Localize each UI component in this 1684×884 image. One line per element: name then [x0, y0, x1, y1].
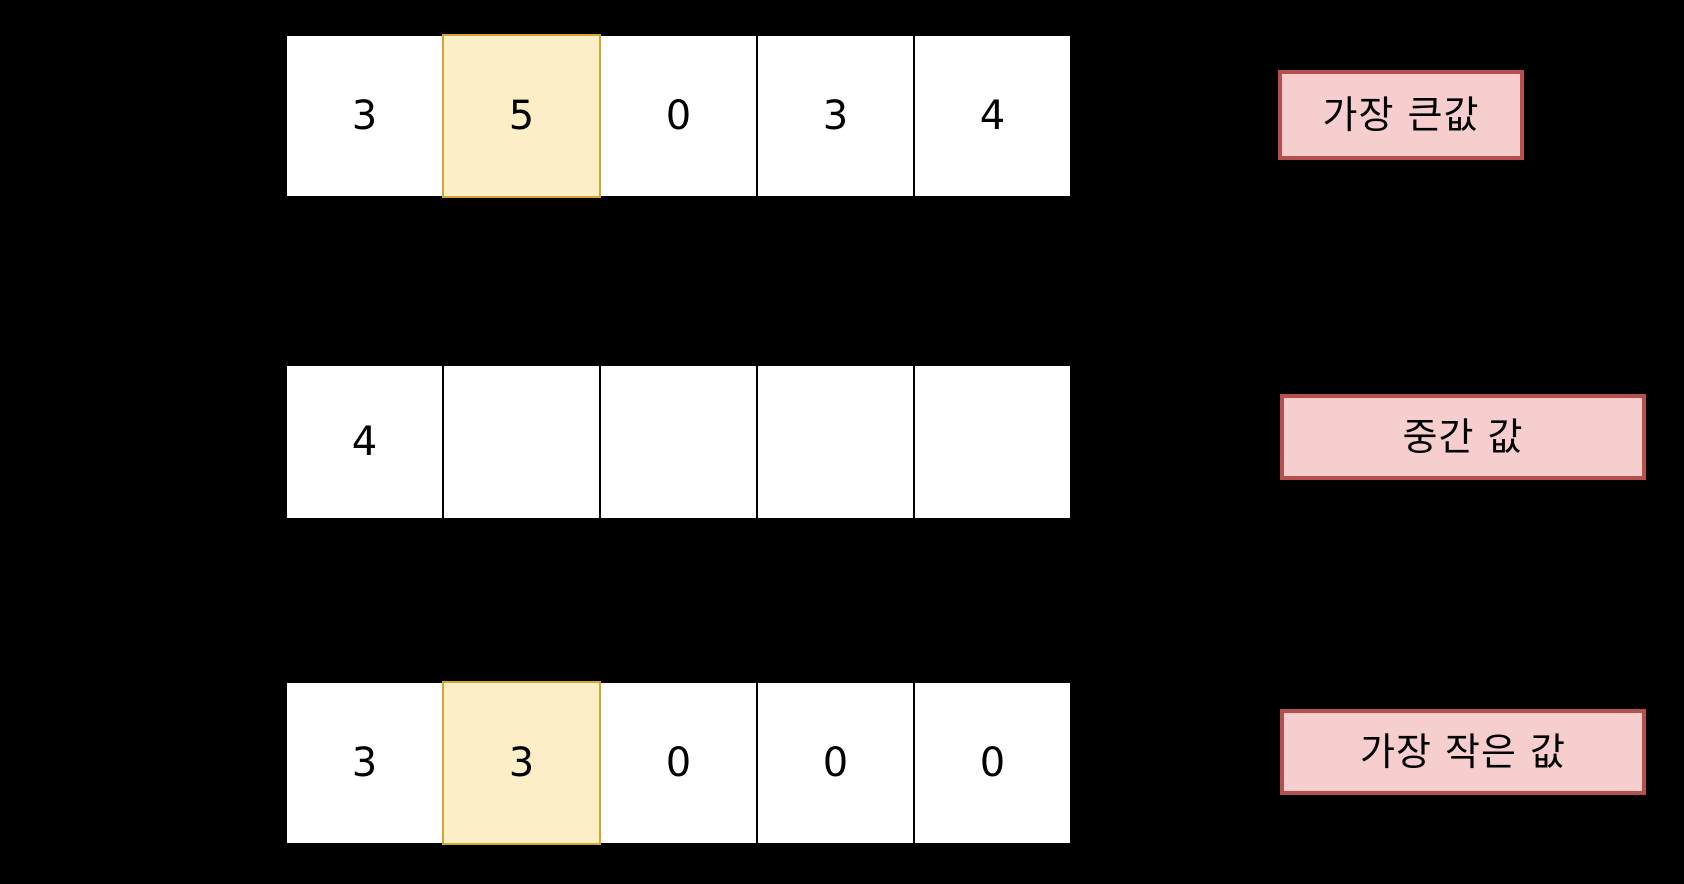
array-row-middle: 4 — [285, 364, 1072, 520]
label-badge-middle-value: 중간 값 — [1280, 394, 1646, 480]
array-cell[interactable]: 0 — [913, 681, 1072, 845]
array-cell[interactable]: 4 — [913, 34, 1072, 198]
array-row-bottom: 3 3 0 0 0 — [285, 681, 1072, 845]
array-cell[interactable]: 0 — [599, 34, 758, 198]
array-cell-highlighted[interactable]: 5 — [442, 34, 601, 198]
array-cell[interactable]: 3 — [285, 681, 444, 845]
array-cell[interactable]: 4 — [285, 364, 444, 520]
cell-value: 4 — [979, 93, 1006, 139]
cell-value: 3 — [508, 740, 535, 786]
array-cell[interactable] — [756, 364, 915, 520]
array-cell-highlighted[interactable]: 3 — [442, 681, 601, 845]
cell-value: 0 — [665, 93, 692, 139]
array-cell[interactable]: 0 — [756, 681, 915, 845]
cell-value: 3 — [351, 740, 378, 786]
array-cell[interactable] — [599, 364, 758, 520]
array-cell[interactable] — [913, 364, 1072, 520]
array-cell[interactable]: 0 — [599, 681, 758, 845]
array-row-top: 3 5 0 3 4 — [285, 34, 1072, 198]
cell-value: 0 — [979, 740, 1006, 786]
cell-value: 3 — [351, 93, 378, 139]
cell-value: 0 — [665, 740, 692, 786]
array-cell[interactable]: 3 — [756, 34, 915, 198]
cell-value: 3 — [822, 93, 849, 139]
label-badge-largest-value: 가장 큰값 — [1278, 70, 1524, 160]
cell-value: 4 — [351, 419, 378, 465]
array-cell[interactable] — [442, 364, 601, 520]
cell-value: 0 — [822, 740, 849, 786]
array-cell[interactable]: 3 — [285, 34, 444, 198]
cell-value: 5 — [508, 93, 535, 139]
label-badge-smallest-value: 가장 작은 값 — [1280, 709, 1646, 795]
